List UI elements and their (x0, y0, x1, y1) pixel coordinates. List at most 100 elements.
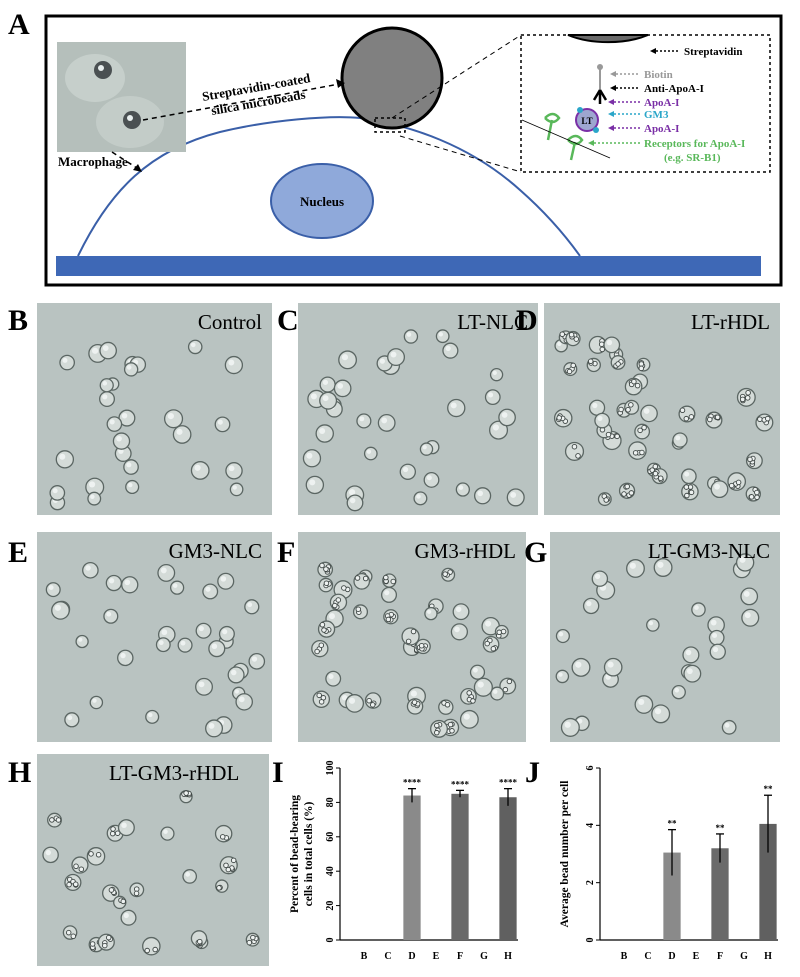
cell (103, 608, 119, 624)
cell (745, 486, 761, 502)
cell (229, 482, 244, 497)
cell (217, 572, 235, 590)
cell (47, 812, 62, 828)
cell (450, 623, 469, 641)
cell (202, 583, 219, 600)
bead (748, 494, 755, 500)
bead (246, 939, 253, 946)
cell (594, 412, 611, 429)
panel-letter-j: J (525, 756, 540, 789)
cell (145, 709, 160, 724)
bead-arrow (142, 82, 346, 121)
cell (64, 873, 82, 892)
micrograph-lt-gm3-rhdl: LT-GM3-rHDL (37, 754, 269, 966)
micrograph-label: LT-NLC (457, 310, 528, 334)
x-tick-label-E: E (693, 951, 700, 962)
cell (325, 670, 342, 687)
inset-biotin: Biotin (644, 69, 673, 81)
macrophage-arrow (111, 151, 141, 171)
bead (120, 898, 127, 905)
bar-D (403, 795, 421, 940)
cell (624, 399, 640, 415)
cell (345, 694, 365, 713)
cell (499, 677, 517, 695)
bead (747, 456, 753, 463)
cell (755, 413, 774, 432)
cell (628, 441, 647, 460)
cell (64, 712, 80, 728)
cell (419, 442, 434, 456)
significance-D: **** (403, 778, 422, 788)
cell (591, 570, 609, 587)
cell (678, 405, 696, 423)
y-tick-label: 100 (325, 761, 336, 776)
cell (225, 462, 243, 480)
cell (218, 625, 235, 642)
bead (319, 622, 326, 628)
cell (59, 354, 75, 371)
cell (62, 925, 78, 940)
panel-letter-h: H (8, 756, 32, 789)
inset-gm3: GM3 (644, 109, 669, 121)
cell-field (553, 330, 774, 507)
bead (335, 597, 342, 603)
x-tick-label-G: G (740, 951, 748, 962)
y-tick-label: 2 (585, 880, 596, 885)
cell (459, 709, 479, 729)
cell (489, 367, 504, 382)
bead (144, 947, 150, 954)
bead (55, 817, 62, 823)
bead (323, 566, 329, 572)
cell-field (311, 561, 517, 738)
cell (438, 699, 454, 715)
bead (559, 331, 566, 338)
cell-field (49, 339, 244, 511)
cell (415, 638, 431, 655)
bead (603, 497, 609, 503)
micrograph-lt-rhdl: LT-rHDL (544, 303, 780, 515)
cell (596, 422, 613, 439)
cell (87, 491, 102, 506)
cell (163, 409, 184, 429)
bead (449, 728, 455, 734)
cell (117, 649, 134, 667)
cell (338, 350, 357, 370)
bead (502, 686, 509, 693)
bead (314, 648, 320, 655)
bead (679, 407, 686, 414)
bead (641, 424, 647, 431)
inset-bead (567, 34, 649, 44)
bead (754, 489, 760, 496)
bead (152, 946, 158, 953)
cell (498, 408, 516, 427)
bead (95, 852, 102, 858)
bead (223, 862, 229, 869)
cell (473, 677, 493, 697)
bead (657, 475, 664, 481)
bead (683, 415, 690, 422)
cell (636, 357, 651, 372)
cell (71, 856, 89, 874)
panel-letter-i: I (272, 756, 284, 789)
cell (710, 480, 729, 499)
cell (364, 692, 382, 709)
cell (571, 657, 591, 677)
cell (603, 336, 621, 354)
bead (332, 602, 338, 609)
cell-field (45, 561, 266, 738)
inset-box (520, 34, 771, 173)
bead (614, 433, 620, 440)
panel-letter-c: C (277, 304, 299, 337)
cell (435, 329, 450, 344)
bead (410, 628, 417, 635)
cell (45, 582, 61, 598)
cell (727, 472, 747, 491)
cell (555, 628, 570, 644)
bead (318, 642, 325, 648)
cell (597, 492, 612, 507)
cell (442, 342, 459, 359)
y-tick-label: 6 (585, 766, 596, 771)
panel-letter-f: F (277, 536, 296, 569)
bead (652, 470, 659, 477)
cell (55, 450, 75, 469)
